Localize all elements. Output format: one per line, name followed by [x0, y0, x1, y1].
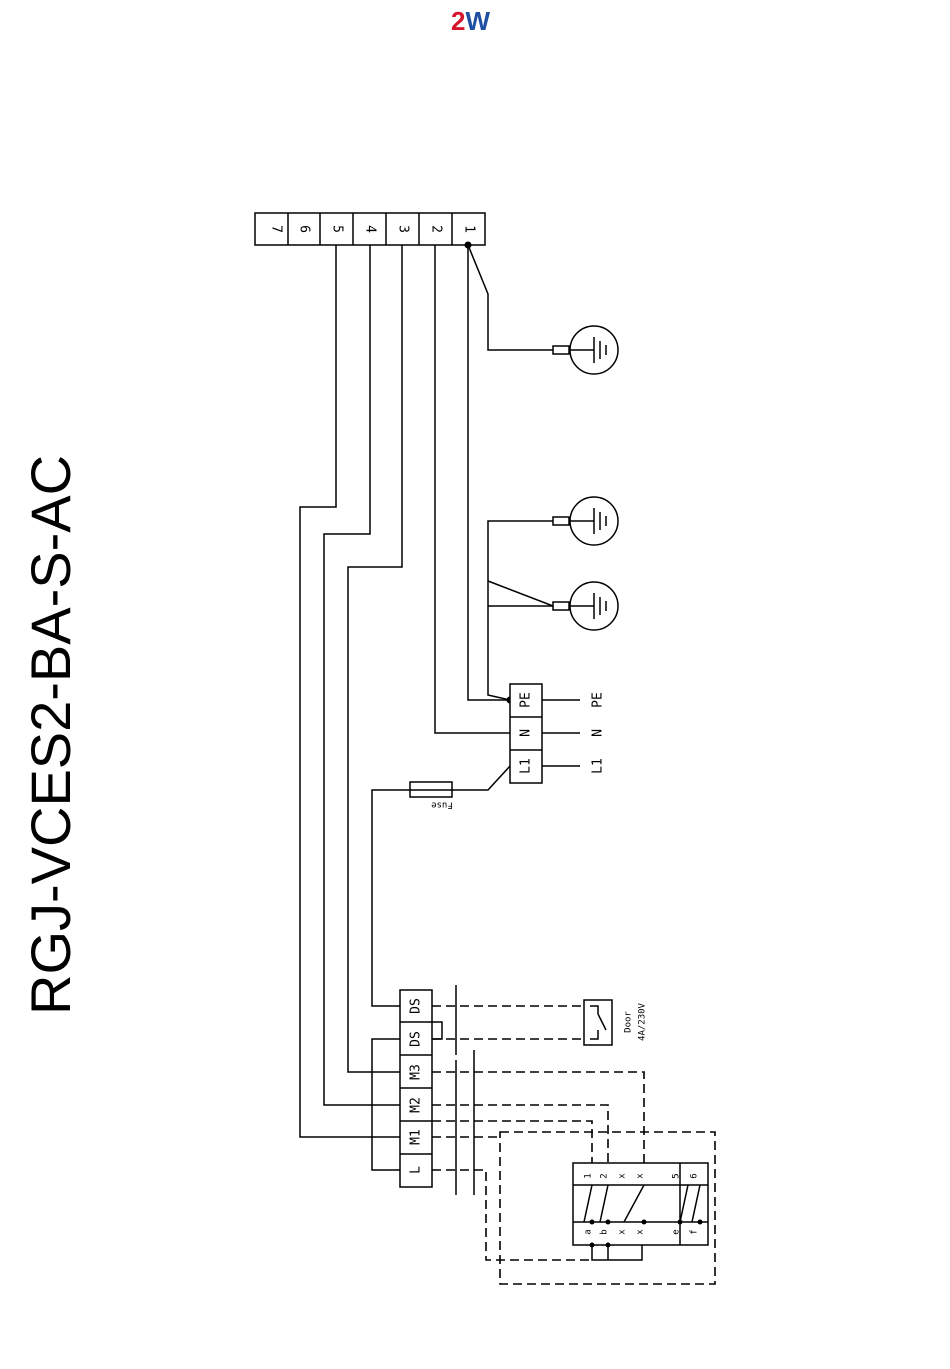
terminal-block: 7 6 5 4 3 2 1 — [255, 213, 485, 245]
contact-top-1: 1 — [584, 1173, 594, 1178]
control-terminal-m1: M1 — [409, 1129, 424, 1145]
earth-symbol-1 — [553, 326, 618, 374]
diagram-title: RGJ-VCES2-BA-S-AC — [19, 455, 82, 1015]
door-switch-rating: 4A/230V — [638, 1002, 648, 1041]
terminal-label-6: 6 — [297, 225, 312, 233]
cable-gland-markers — [456, 985, 474, 1195]
door-switch-label: Door — [624, 1011, 634, 1033]
terminal-label-5: 5 — [330, 225, 345, 233]
terminal-label-4: 4 — [363, 225, 378, 233]
brand-logo: 2W — [451, 6, 490, 36]
contact-bottom-e: e — [672, 1229, 682, 1234]
terminal-label-2: 2 — [429, 225, 444, 233]
contact-top-2: 2 — [600, 1173, 610, 1178]
logo-2: 2 — [451, 6, 465, 36]
door-switch-wiring: Door 4A/230V — [432, 1000, 648, 1045]
terminal-label-1: 1 — [462, 225, 477, 233]
fuse: Fuse — [410, 782, 453, 810]
contact-bottom-b: b — [600, 1229, 610, 1234]
supply-label-pe: PE — [591, 692, 606, 708]
control-terminal-m3: M3 — [409, 1064, 424, 1080]
contact-top-6: 6 — [690, 1173, 700, 1178]
control-terminal-ds-1: DS — [409, 998, 424, 1014]
contact-top-x2: x — [636, 1173, 646, 1179]
terminal-label-7: 7 — [269, 225, 284, 233]
fuse-label: Fuse — [431, 800, 453, 810]
control-terminal-m2: M2 — [409, 1097, 424, 1113]
contact-top-x1: x — [618, 1173, 628, 1179]
contact-bottom-f: f — [690, 1229, 700, 1234]
control-terminal-block: DS DS M3 M2 M1 L — [400, 990, 432, 1187]
control-terminal-ds-2: DS — [409, 1031, 424, 1047]
supply-terminal-pe: PE — [519, 692, 534, 708]
supply-terminal-l1: L1 — [519, 758, 534, 774]
contact-bottom-a: a — [584, 1229, 594, 1234]
control-terminal-l: L — [409, 1166, 424, 1174]
contact-bottom-x1: x — [618, 1229, 628, 1235]
terminal-label-3: 3 — [396, 225, 411, 233]
supply-terminal-n: N — [519, 729, 534, 737]
switch-module: 1 2 x x 5 6 a b x x e f — [573, 1163, 708, 1260]
supply-label-l1: L1 — [591, 758, 606, 774]
logo-w: W — [465, 6, 490, 36]
supply-label-n: N — [591, 729, 606, 737]
contact-bottom-x2: x — [636, 1229, 646, 1235]
earth-symbol-3 — [553, 582, 618, 630]
supply-terminal-block: PE N L1 PE N L1 — [510, 684, 606, 783]
earth-symbol-2 — [553, 497, 618, 545]
contact-top-5: 5 — [672, 1173, 682, 1178]
